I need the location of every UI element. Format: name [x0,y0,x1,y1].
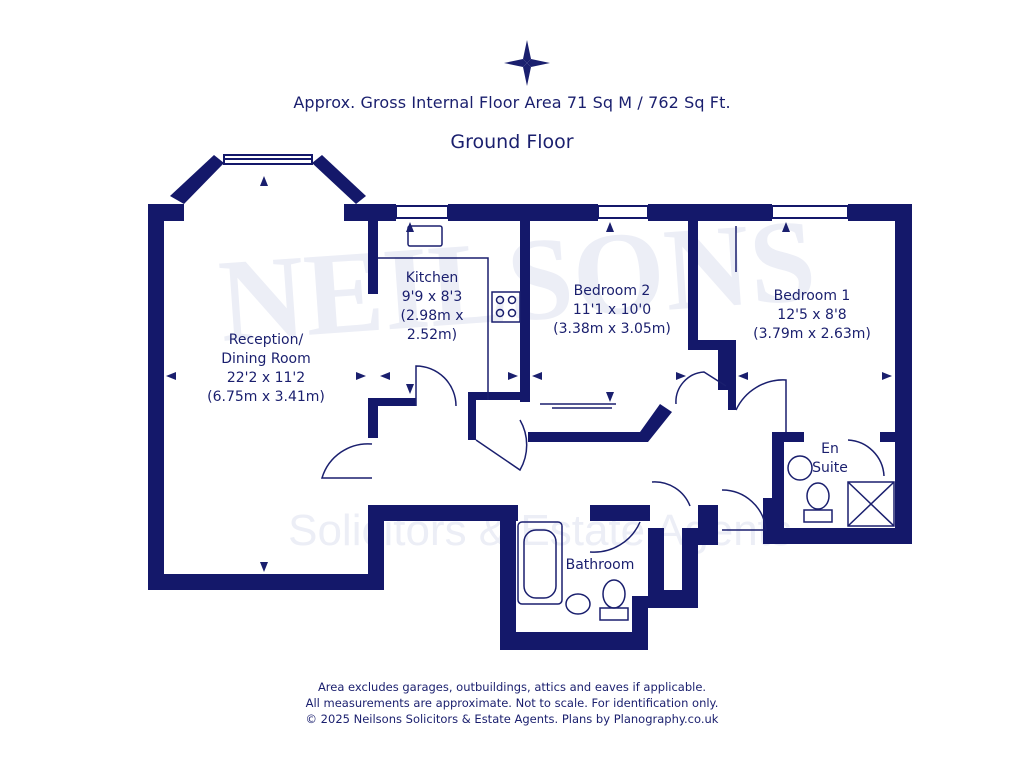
room-label-bathroom: Bathroom [556,556,644,575]
reception-name-2: Dining Room [221,351,311,367]
bathroom-name: Bathroom [565,557,635,573]
reception-dim-metric: (6.75m x 3.41m) [207,389,325,405]
room-label-ensuite: En Suite [800,440,860,478]
ensuite-name-2: Suite [812,460,848,476]
room-label-bedroom1: Bedroom 1 12'5 x 8'8 (3.79m x 2.63m) [744,287,880,344]
bedroom2-dim-imperial: 11'1 x 10'0 [572,302,652,318]
disclaimer-footer: Area excludes garages, outbuildings, att… [0,679,1024,727]
compass-icon [504,40,550,86]
fixtures [320,225,895,621]
kitchen-dim-imperial: 9'9 x 8'3 [401,289,463,305]
bedroom2-dim-metric: (3.38m x 3.05m) [553,321,671,337]
room-label-reception: Reception/ Dining Room 22'2 x 11'2 (6.75… [206,331,326,407]
windows [223,154,849,219]
kitchen-name: Kitchen [405,270,459,286]
reception-dim-imperial: 22'2 x 11'2 [226,370,306,386]
ensuite-name-1: En [821,441,839,457]
floor-area-heading: Approx. Gross Internal Floor Area 71 Sq … [293,93,731,112]
bedroom2-name: Bedroom 2 [573,283,651,299]
floor-title: Ground Floor [450,131,574,153]
kitchen-dim-metric-1: (2.98m x [400,308,464,324]
footer-line-1: Area excludes garages, outbuildings, att… [317,680,707,694]
dimension-arrows [166,176,892,572]
bedroom1-dim-metric: (3.79m x 2.63m) [753,326,871,342]
room-label-kitchen: Kitchen 9'9 x 8'3 (2.98m x 2.52m) [376,269,488,345]
walls [148,155,912,650]
footer-line-3: © 2025 Neilsons Solicitors & Estate Agen… [305,712,719,726]
bedroom1-name: Bedroom 1 [773,288,851,304]
kitchen-dim-metric-2: 2.52m) [406,327,458,343]
bedroom1-dim-imperial: 12'5 x 8'8 [777,307,847,323]
footer-line-2: All measurements are approximate. Not to… [305,696,719,710]
room-label-bedroom2: Bedroom 2 11'1 x 10'0 (3.38m x 3.05m) [542,282,682,339]
reception-name-1: Reception/ [228,332,304,348]
